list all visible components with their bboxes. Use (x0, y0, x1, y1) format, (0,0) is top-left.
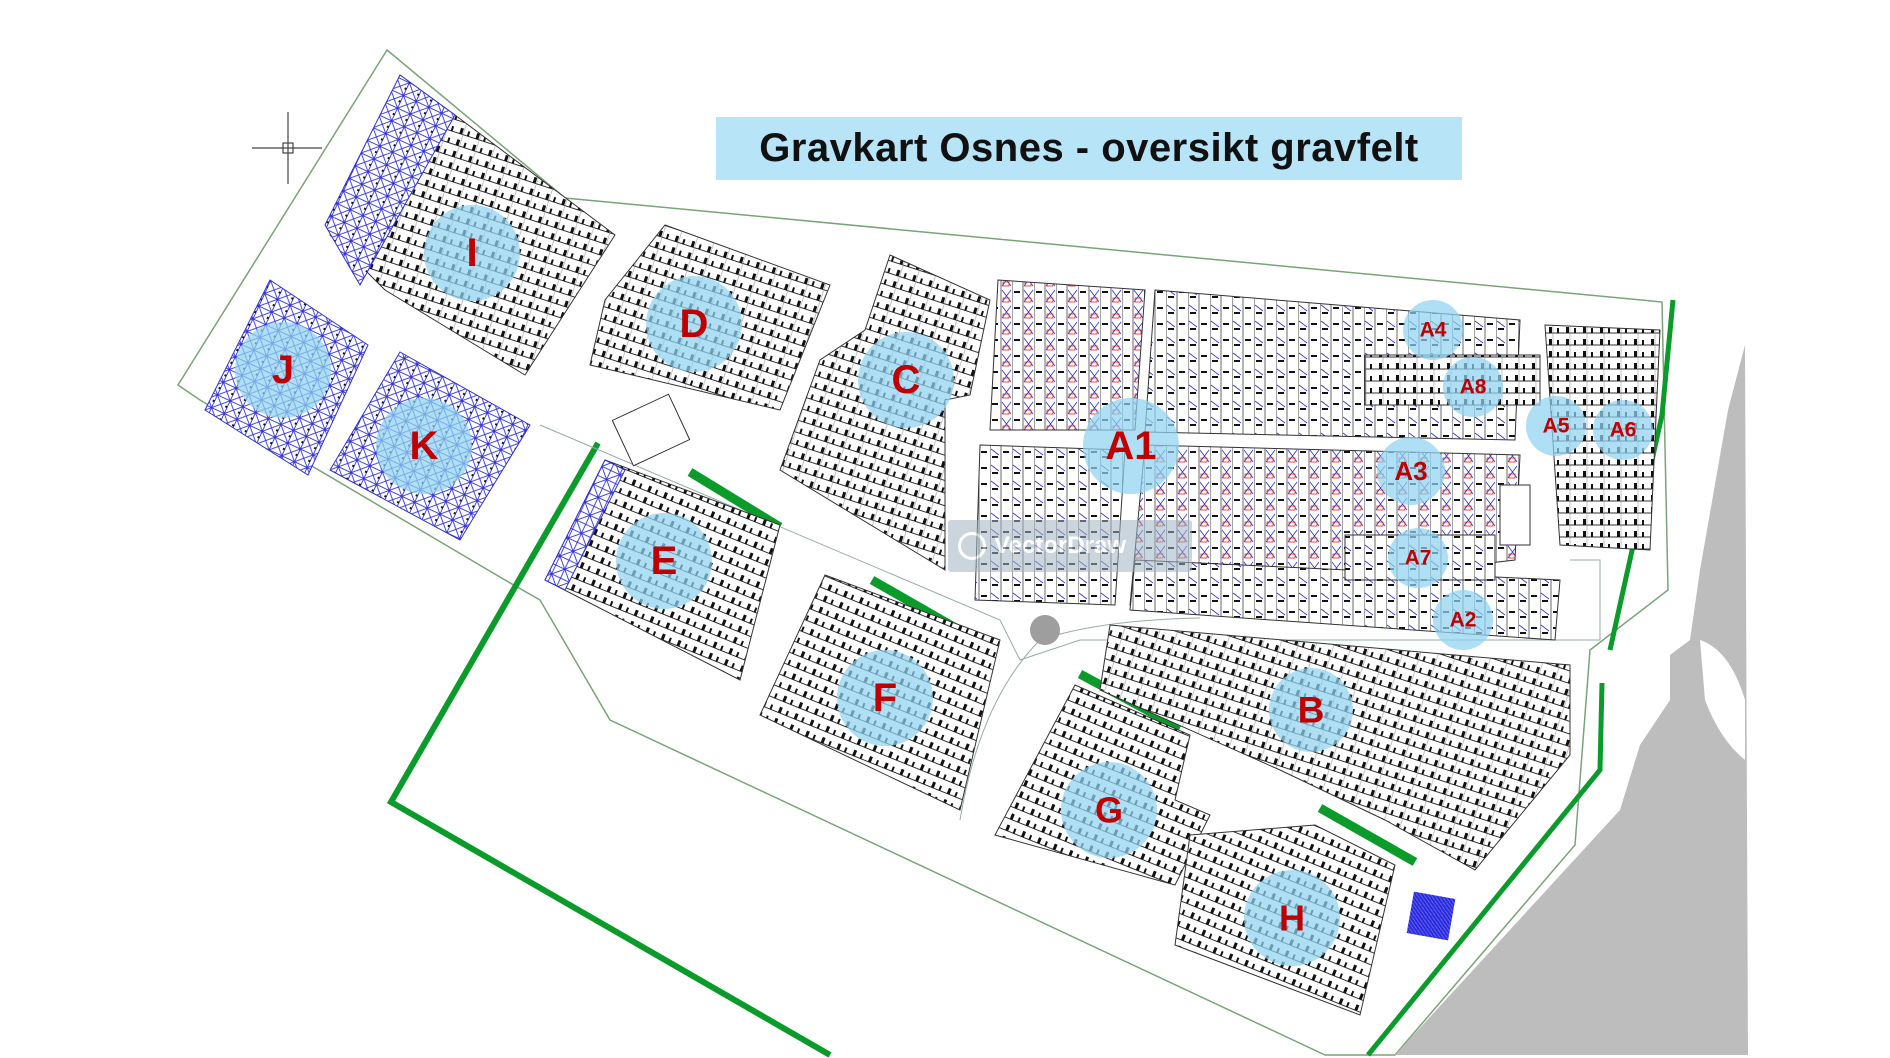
field-a5-label: A5 (1543, 415, 1570, 438)
hedge-southwest (386, 441, 832, 1058)
field-a7-marker (1388, 528, 1448, 588)
field-a2-label: A2 (1450, 609, 1477, 632)
field-a7-label: A7 (1405, 547, 1432, 570)
field-i-marker (424, 205, 520, 301)
field-a4-marker (1403, 300, 1463, 360)
field-a6-marker (1593, 400, 1653, 460)
field-i-blue-strip (324, 74, 456, 287)
field-d-marker (646, 276, 742, 372)
watermark-text: VectorDraw (994, 532, 1127, 559)
road (1395, 345, 1748, 1055)
roundabout (1030, 615, 1060, 645)
field-a8-marker (1443, 357, 1503, 417)
field-e-label: E (651, 539, 678, 583)
field-j-marker (235, 322, 331, 418)
field-e-marker (616, 513, 712, 609)
hedge-southeast (1366, 682, 1605, 1057)
field-a6-label: A6 (1610, 419, 1637, 442)
blue-lot (1406, 891, 1456, 941)
field-f-label: F (873, 676, 897, 720)
field-a1-label: A1 (1105, 424, 1156, 468)
building (611, 393, 691, 467)
field-e-blue-strip (544, 459, 626, 591)
field-f-marker (837, 650, 933, 746)
field-a4-label: A4 (1420, 319, 1447, 342)
map-title: Gravkart Osnes - oversikt gravfelt (759, 126, 1419, 170)
watermark: VectorDraw (948, 520, 1192, 572)
field-h-label: H (1279, 898, 1305, 939)
road-junction (1700, 640, 1745, 760)
field-c-marker (858, 332, 954, 428)
field-k-marker (376, 398, 472, 494)
watermark-logo-icon (958, 532, 986, 560)
field-g-label: G (1095, 790, 1123, 831)
field-a2-marker (1433, 590, 1493, 650)
field-a8-label: A8 (1460, 376, 1487, 399)
field-b-marker (1269, 668, 1353, 752)
field-a-white-lot (1499, 484, 1531, 546)
hedge-east (1607, 299, 1676, 651)
field-a3-label: A3 (1394, 456, 1427, 486)
field-b-label: B (1298, 690, 1325, 731)
main-path (539, 424, 1601, 661)
field-a3-marker (1377, 437, 1445, 505)
field-d-label: D (680, 302, 709, 346)
field-c-label: C (892, 358, 921, 402)
hedge-h (1317, 804, 1418, 866)
field-g-marker (1061, 762, 1157, 858)
title-banner: Gravkart Osnes - oversikt gravfelt (716, 117, 1462, 180)
field-h-marker (1244, 870, 1340, 966)
crosshair-icon (252, 112, 322, 184)
field-a1-marker (1083, 398, 1179, 494)
field-a5-marker (1526, 396, 1586, 456)
hedge-e (687, 468, 783, 531)
field-j-label: J (272, 348, 294, 392)
field-b-area (1099, 624, 1571, 871)
field-k-label: K (410, 424, 439, 468)
field-i-label: I (466, 231, 477, 275)
